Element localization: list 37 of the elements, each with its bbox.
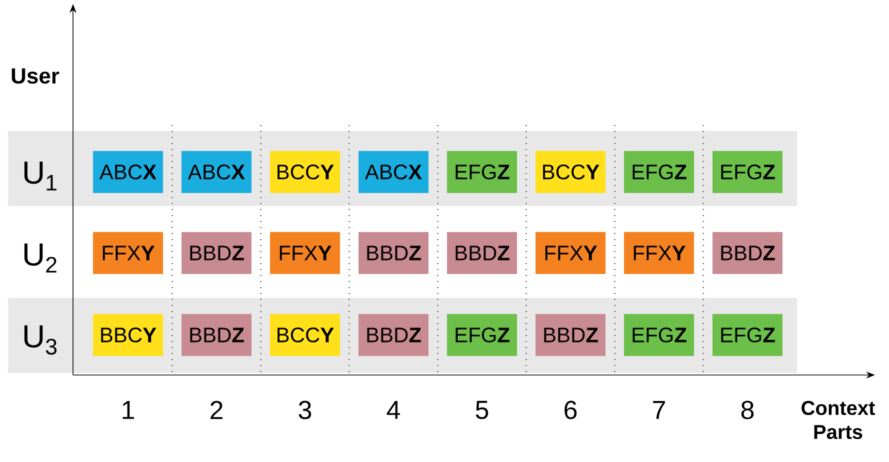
tag-box: BBCY <box>93 314 163 356</box>
column-number: 5 <box>476 400 488 420</box>
tag-box: FFXY <box>536 232 606 274</box>
column-number: 1 <box>122 401 134 419</box>
tag-box: ABCX <box>182 151 252 193</box>
tag-box: BCCY <box>270 151 340 193</box>
column-number: 2 <box>210 400 222 420</box>
tag-box: EFGZ <box>624 314 694 356</box>
tag-box: FFXY <box>93 232 163 274</box>
row-label: U$_{3}$ <box>24 325 57 355</box>
tag-box: EFGZ <box>447 314 517 356</box>
column-number: 3 <box>298 400 312 420</box>
user-axis-label: User <box>12 68 60 84</box>
tag-box: BBDZ <box>182 314 252 356</box>
column-number: 4 <box>386 401 400 419</box>
row-label: U$_{1}$ <box>24 162 56 190</box>
tag-box: BBDZ <box>358 232 428 274</box>
tag-box: FFXY <box>270 232 340 274</box>
column-number: 6 <box>564 400 577 420</box>
tag-box: ABCX <box>93 151 163 193</box>
tag-box: EFGZ <box>712 151 782 193</box>
x-axis-label: Context Parts <box>802 400 875 440</box>
tag-box: EFGZ <box>447 151 517 193</box>
column-number: 8 <box>741 400 754 420</box>
tag-box: EFGZ <box>712 314 782 356</box>
tag-box: BCCY <box>270 314 340 356</box>
tag-box: BBDZ <box>447 232 517 274</box>
tag-box: ABCX <box>358 151 428 193</box>
column-number: 7 <box>653 401 665 419</box>
tag-box: BBDZ <box>712 232 782 274</box>
tag-box: EFGZ <box>624 151 694 193</box>
tag-box: BBDZ <box>536 314 606 356</box>
row-label: U$_{2}$ <box>24 243 56 273</box>
tag-box: FFXY <box>624 232 694 274</box>
tag-box: BBDZ <box>358 314 428 356</box>
tag-box: BCCY <box>536 151 606 193</box>
tag-box: BBDZ <box>182 232 252 274</box>
